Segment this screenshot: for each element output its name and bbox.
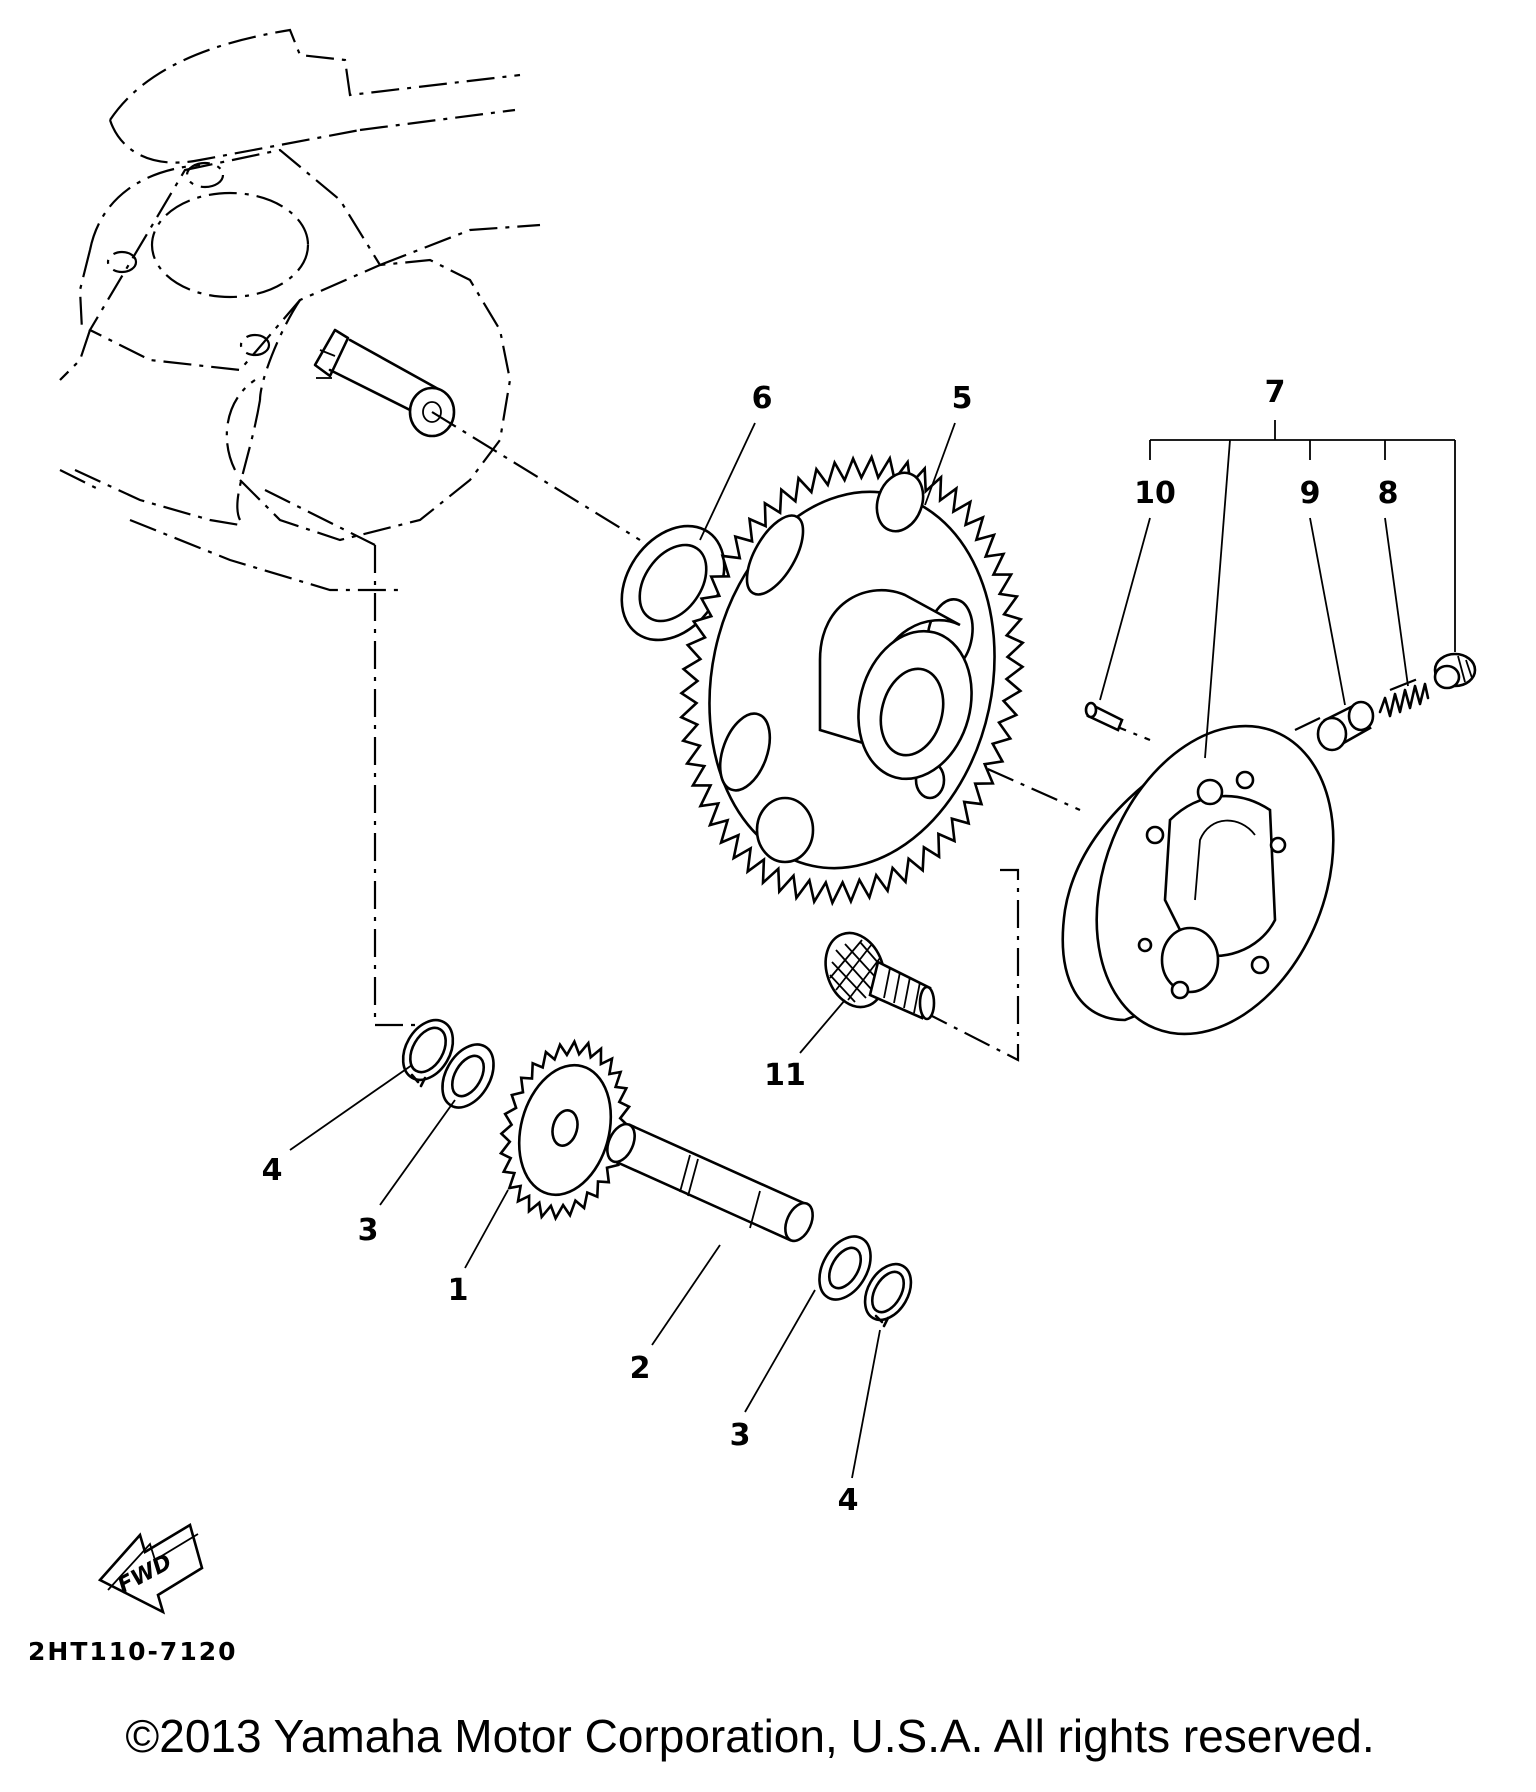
assembly-centerline	[264, 411, 1421, 1062]
part-3-washer-upper	[441, 1043, 495, 1109]
leader-lines	[289, 420, 1456, 1479]
copyright-notice: ©2013 Yamaha Motor Corporation, U.S.A. A…	[125, 1710, 1374, 1762]
callout-6: 6	[752, 381, 773, 416]
callout-7: 7	[1265, 375, 1286, 410]
callout-5: 5	[952, 381, 973, 416]
callout-1: 1	[448, 1273, 469, 1308]
diagram-code: 2HT110-7120	[28, 1637, 238, 1666]
part-4-circlip-lower	[863, 1262, 913, 1328]
kick-axle-stub	[313, 328, 456, 438]
engine-case-outline	[59, 28, 541, 592]
callout-11: 11	[764, 1058, 806, 1093]
part-7-ratchet-housing	[1061, 724, 1335, 1036]
callout-labels: 6 5 7 10 9 8 11 4 3 1 2 3 4	[262, 375, 1399, 1518]
callout-8: 8	[1378, 476, 1399, 511]
callout-3-upper: 3	[358, 1213, 379, 1248]
part-7-plug	[1433, 652, 1477, 690]
callout-4-upper: 4	[262, 1153, 283, 1188]
part-11-bolt	[824, 931, 936, 1021]
callout-10: 10	[1134, 476, 1176, 511]
part-8-spring	[1378, 682, 1430, 718]
callout-2: 2	[630, 1351, 651, 1386]
callout-4-lower: 4	[838, 1483, 859, 1518]
fwd-arrow-icon: FWD	[97, 1523, 204, 1615]
part-3-washer-lower	[818, 1235, 872, 1301]
part-5-large-gear	[679, 453, 1025, 907]
part-10-pin	[1084, 701, 1124, 732]
part-2-shaft	[606, 1122, 814, 1243]
callout-9: 9	[1300, 476, 1321, 511]
part-9-roller	[1316, 700, 1375, 752]
callout-3-lower: 3	[730, 1418, 751, 1453]
part-4-circlip-upper	[401, 1018, 455, 1088]
part-1-small-gear	[498, 1038, 632, 1222]
